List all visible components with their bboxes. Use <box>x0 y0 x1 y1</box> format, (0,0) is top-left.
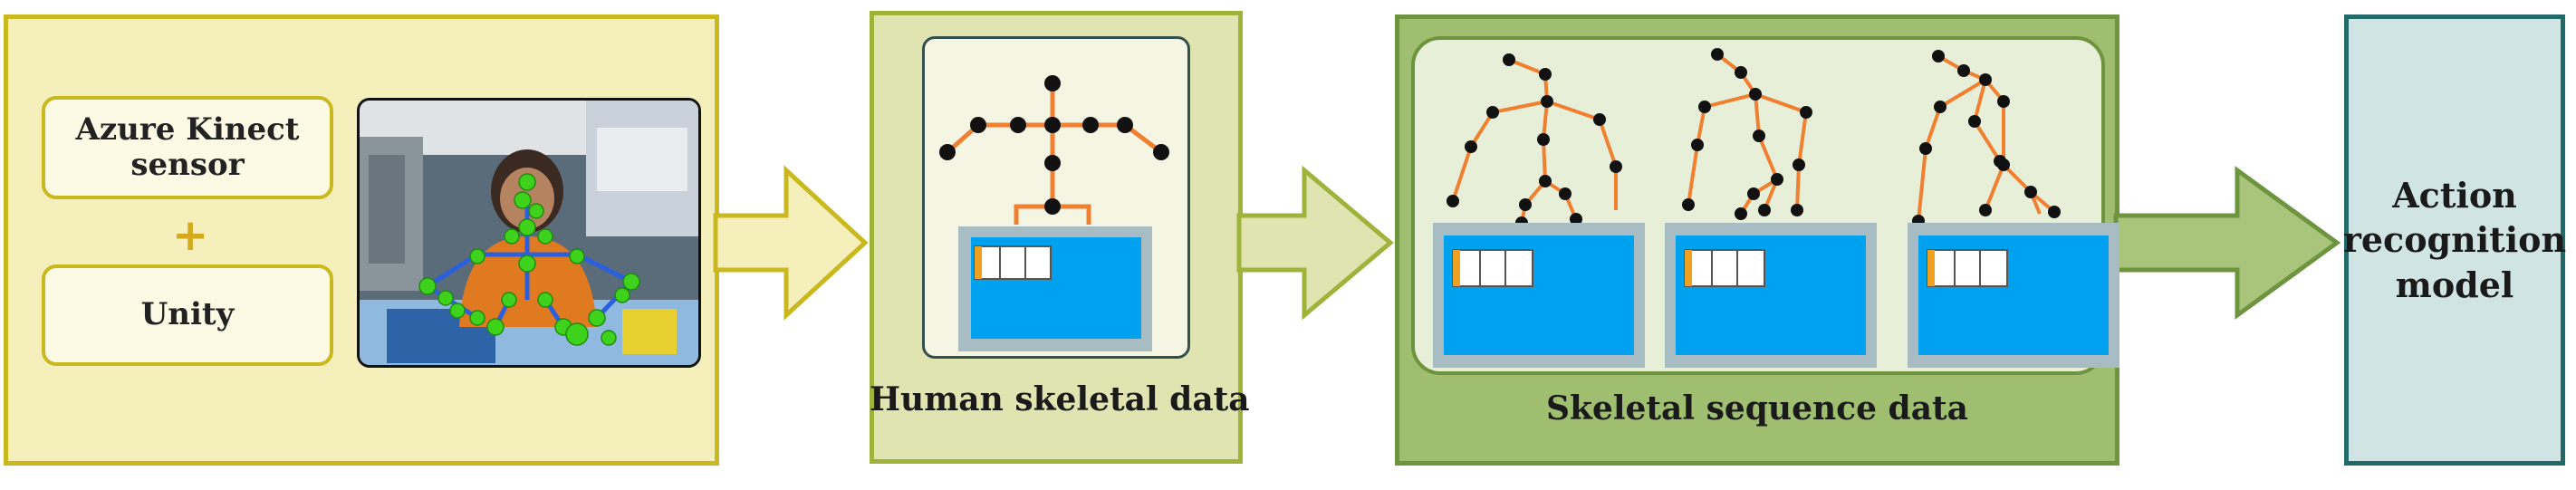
human-skeletal-data-caption: Human skeletal data <box>870 380 1250 418</box>
kinect-capture-photo <box>357 98 701 368</box>
sequence-frame-1 <box>1433 53 1645 368</box>
action-recognition-label-line-1: Action <box>2392 174 2517 216</box>
action-recognition-label-line-3: model <box>2395 264 2514 305</box>
unity-box: Unity <box>42 264 333 366</box>
action-recognition-model-panel <box>2344 14 2565 466</box>
skeleton-diagram-icon <box>939 75 1169 351</box>
flow-arrow-3 <box>2113 166 2341 320</box>
unity-label: Unity <box>140 296 235 333</box>
sequence-frame-3 <box>1908 50 2119 368</box>
flow-arrow-2 <box>1236 165 1394 321</box>
data-frame-strip-icon <box>974 245 1052 280</box>
action-recognition-label-line-2: recognition <box>2342 219 2567 261</box>
sequence-frame-2 <box>1665 48 1877 368</box>
plus-sign: + <box>172 210 209 261</box>
kinect-capture-image <box>360 101 698 365</box>
skeletal-sequence-data-caption: Skeletal sequence data <box>1546 389 1968 428</box>
azure-kinect-sensor-box: Azure Kinect sensor <box>42 96 333 199</box>
flow-arrow-1 <box>713 165 869 321</box>
action-recognition-model-label: Action recognition model <box>2342 14 2567 466</box>
azure-kinect-sensor-label: Azure Kinect sensor <box>75 110 300 183</box>
